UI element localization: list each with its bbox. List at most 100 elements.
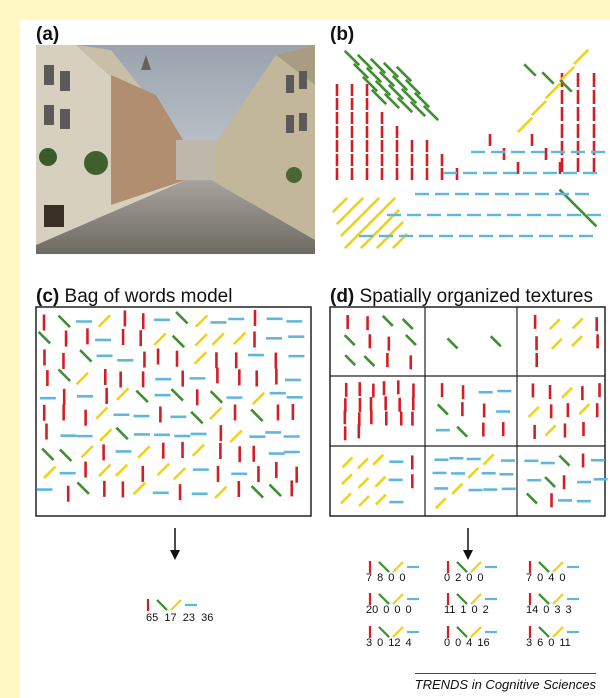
region-count-value: 3	[526, 637, 533, 649]
region-count-value: 4	[548, 572, 555, 584]
diag-up-mark	[97, 314, 111, 328]
region-count-value: 0	[455, 637, 462, 649]
region-count-value: 0	[444, 572, 451, 584]
diag-down-mark	[175, 311, 189, 325]
diag-down-mark	[352, 62, 370, 80]
diag-down-mark	[391, 74, 409, 92]
diag-up-mark	[571, 335, 583, 348]
diag-down-mark	[356, 53, 374, 71]
region-count-value: 7	[366, 572, 373, 584]
diag-up-mark	[331, 196, 349, 214]
diag-down-mark	[409, 100, 427, 118]
diag-up-mark	[191, 443, 206, 457]
region-count-value: 7	[526, 572, 533, 584]
diag-down-mark	[570, 200, 586, 216]
arrow-c-head	[170, 550, 180, 560]
diag-up-mark	[516, 116, 534, 134]
region-count-value: 4	[466, 637, 473, 649]
diag-down-mark	[250, 408, 264, 423]
diag-up-mark	[153, 332, 167, 346]
diag-up-mark	[132, 481, 146, 496]
diag-down-mark	[400, 87, 418, 105]
diag-up-mark	[211, 332, 225, 346]
diag-down-mark	[343, 49, 361, 67]
top-band	[0, 0, 610, 20]
diag-up-mark	[392, 626, 404, 638]
diag-down-mark	[57, 368, 72, 382]
diag-up-mark	[209, 406, 223, 420]
diag-down-mark	[559, 79, 573, 93]
texture-marks	[36, 48, 608, 638]
diag-up-mark	[358, 494, 371, 507]
diag-up-mark	[339, 492, 352, 505]
diag-up-mark	[172, 467, 187, 481]
diag-down-mark	[456, 561, 468, 573]
diag-up-mark	[357, 476, 370, 489]
diag-up-mark	[194, 314, 209, 328]
diag-up-mark	[193, 351, 208, 365]
region-count-value: 0	[394, 604, 401, 616]
arrow-d-head	[463, 550, 473, 560]
region-count-value: 20	[366, 604, 379, 616]
diag-up-mark	[232, 331, 247, 346]
diag-up-mark	[451, 482, 464, 495]
diag-down-mark	[422, 104, 440, 122]
diag-down-mark	[378, 593, 390, 605]
diag-up-mark	[80, 444, 94, 459]
diag-down-mark	[41, 447, 55, 461]
region-count-value: 0	[377, 637, 384, 649]
region-count-value: 6	[537, 637, 544, 649]
diag-up-mark	[75, 371, 89, 386]
diag-up-mark	[194, 333, 208, 347]
footer-credit: TRENDS in Cognitive Sciences	[414, 673, 596, 692]
diag-down-mark	[378, 70, 396, 88]
diag-down-mark	[57, 314, 71, 329]
panel-a-label: (a)	[36, 24, 60, 45]
diag-up-mark	[356, 457, 369, 470]
panel-c-label: (c) Bag of words model	[36, 286, 233, 307]
diag-down-mark	[209, 390, 224, 404]
diag-down-mark	[58, 448, 73, 462]
diag-up-mark	[434, 497, 447, 510]
diag-up-mark	[170, 599, 182, 611]
count-diag-down: 17	[164, 612, 177, 624]
diag-down-mark	[558, 188, 574, 204]
region-count-value: 2	[455, 572, 462, 584]
diag-down-mark	[268, 483, 282, 498]
bag-of-words-box	[35, 306, 312, 517]
street-photo	[36, 45, 315, 254]
diag-up-mark	[561, 386, 573, 399]
diag-down-mark	[361, 75, 379, 93]
diag-up-mark	[95, 406, 109, 420]
count-diag-up: 23	[182, 612, 195, 624]
diag-up-mark	[340, 473, 353, 486]
diag-up-mark	[114, 463, 129, 478]
diag-up-mark	[544, 82, 562, 100]
diag-up-mark	[99, 428, 113, 442]
diag-down-mark	[538, 593, 550, 605]
region-count-value: 0	[537, 572, 544, 584]
diag-up-mark	[374, 493, 387, 506]
diag-up-mark	[544, 424, 557, 437]
diag-down-mark	[523, 63, 537, 77]
region-count-value: 0	[559, 572, 566, 584]
diag-down-mark	[378, 561, 390, 573]
diag-up-mark	[98, 463, 112, 478]
region-count-value: 4	[405, 637, 412, 649]
diag-down-mark	[343, 334, 356, 347]
diag-down-mark	[383, 92, 401, 110]
diag-up-mark	[392, 593, 404, 605]
diag-down-mark	[365, 66, 383, 84]
region-count-value: 0	[399, 572, 406, 584]
region-count-value: 12	[388, 637, 401, 649]
diag-down-mark	[395, 65, 413, 83]
diag-down-mark	[413, 91, 431, 109]
diag-down-mark	[171, 334, 186, 349]
